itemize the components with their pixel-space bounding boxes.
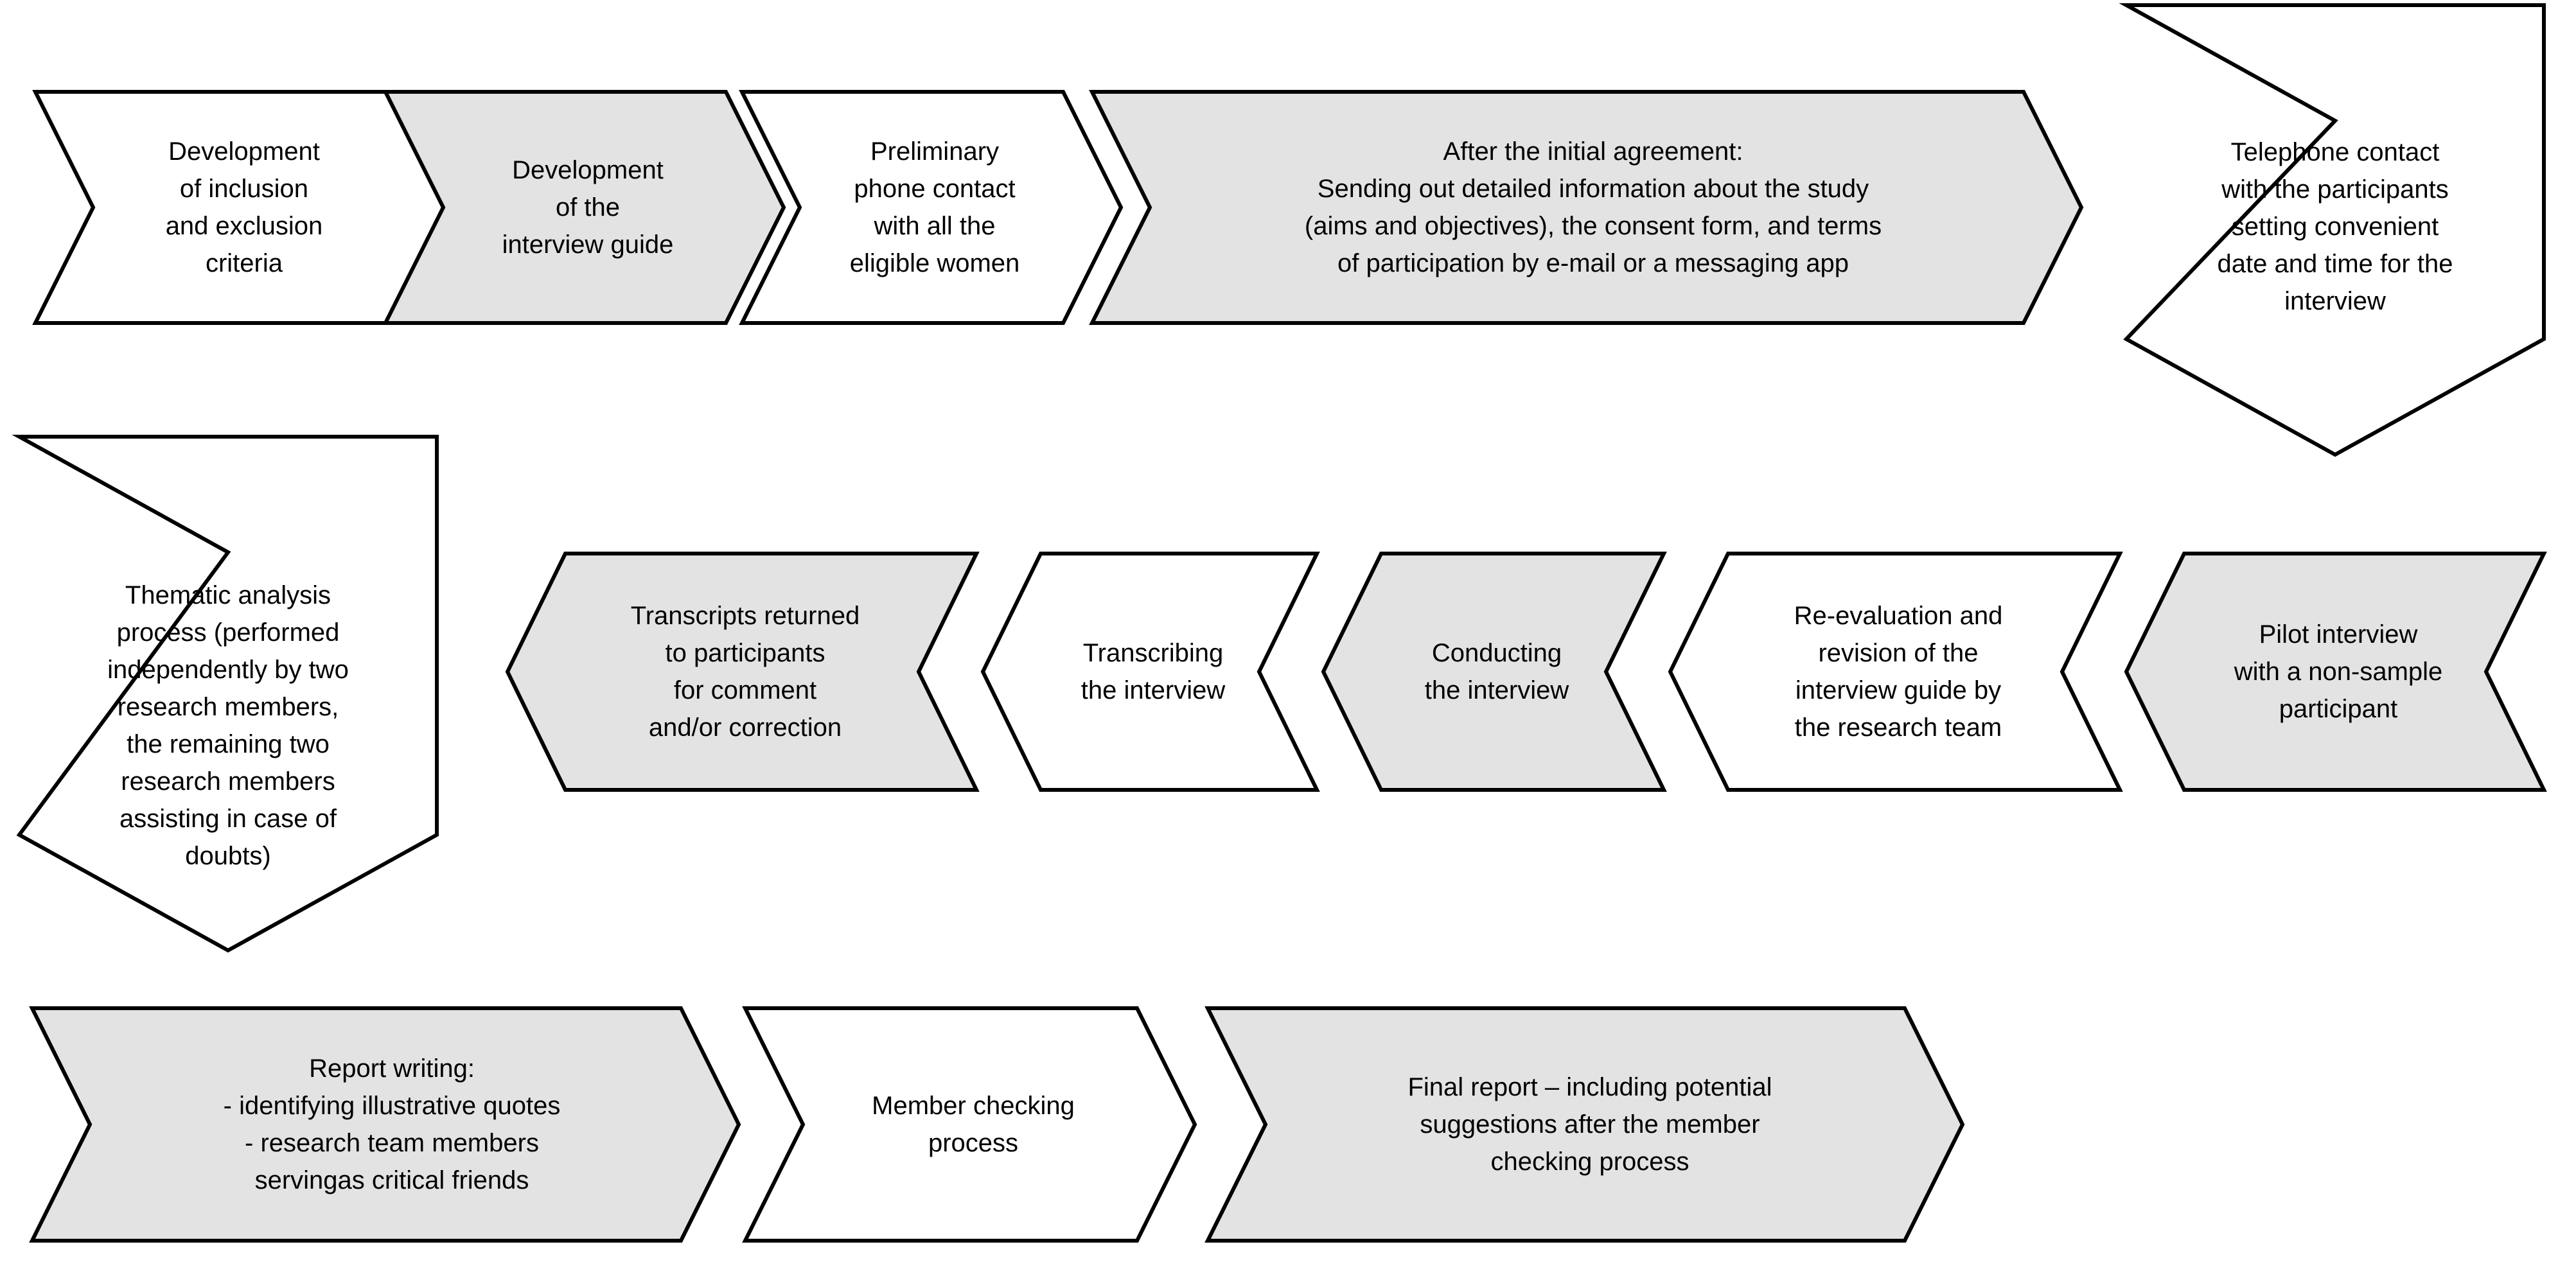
chevron-right-shape bbox=[739, 90, 1124, 325]
process-step-member-checking[interactable]: Member checking process bbox=[742, 1006, 1197, 1243]
chevron-down-shape bbox=[12, 435, 439, 953]
chevron-left-shape bbox=[505, 552, 980, 792]
chevron-left-shape bbox=[1321, 552, 1667, 792]
process-step-conducting-interview[interactable]: Conducting the interview bbox=[1321, 552, 1667, 792]
chevron-right-shape bbox=[382, 90, 786, 325]
chevron-left-shape bbox=[980, 552, 1320, 792]
process-step-telephone-contact[interactable]: Telephone contact with the participants … bbox=[2119, 3, 2546, 457]
chevron-left-shape bbox=[2124, 552, 2547, 792]
chevron-right-shape bbox=[742, 1006, 1197, 1243]
chevron-right-shape bbox=[1204, 1006, 1965, 1243]
process-step-re-evaluation-revision[interactable]: Re-evaluation and revision of the interv… bbox=[1668, 552, 2123, 792]
process-step-development-interview-guide[interactable]: Development of the interview guide bbox=[382, 90, 786, 325]
process-step-thematic-analysis[interactable]: Thematic analysis process (performed ind… bbox=[12, 435, 439, 953]
chevron-left-shape bbox=[1668, 552, 2123, 792]
process-step-after-initial-agreement[interactable]: After the initial agreement: Sending out… bbox=[1089, 90, 2084, 325]
process-step-transcribing-interview[interactable]: Transcribing the interview bbox=[980, 552, 1320, 792]
process-step-pilot-interview[interactable]: Pilot interview with a non-sample partic… bbox=[2124, 552, 2547, 792]
process-step-transcripts-returned[interactable]: Transcripts returned to participants for… bbox=[505, 552, 980, 792]
process-step-final-report[interactable]: Final report – including potential sugge… bbox=[1204, 1006, 1965, 1243]
chevron-right-shape bbox=[1089, 90, 2084, 325]
process-step-preliminary-phone-contact[interactable]: Preliminary phone contact with all the e… bbox=[739, 90, 1124, 325]
chevron-right-shape bbox=[29, 1006, 741, 1243]
chevron-down-shape bbox=[2119, 3, 2546, 457]
process-step-report-writing[interactable]: Report writing: - identifying illustrati… bbox=[29, 1006, 741, 1243]
